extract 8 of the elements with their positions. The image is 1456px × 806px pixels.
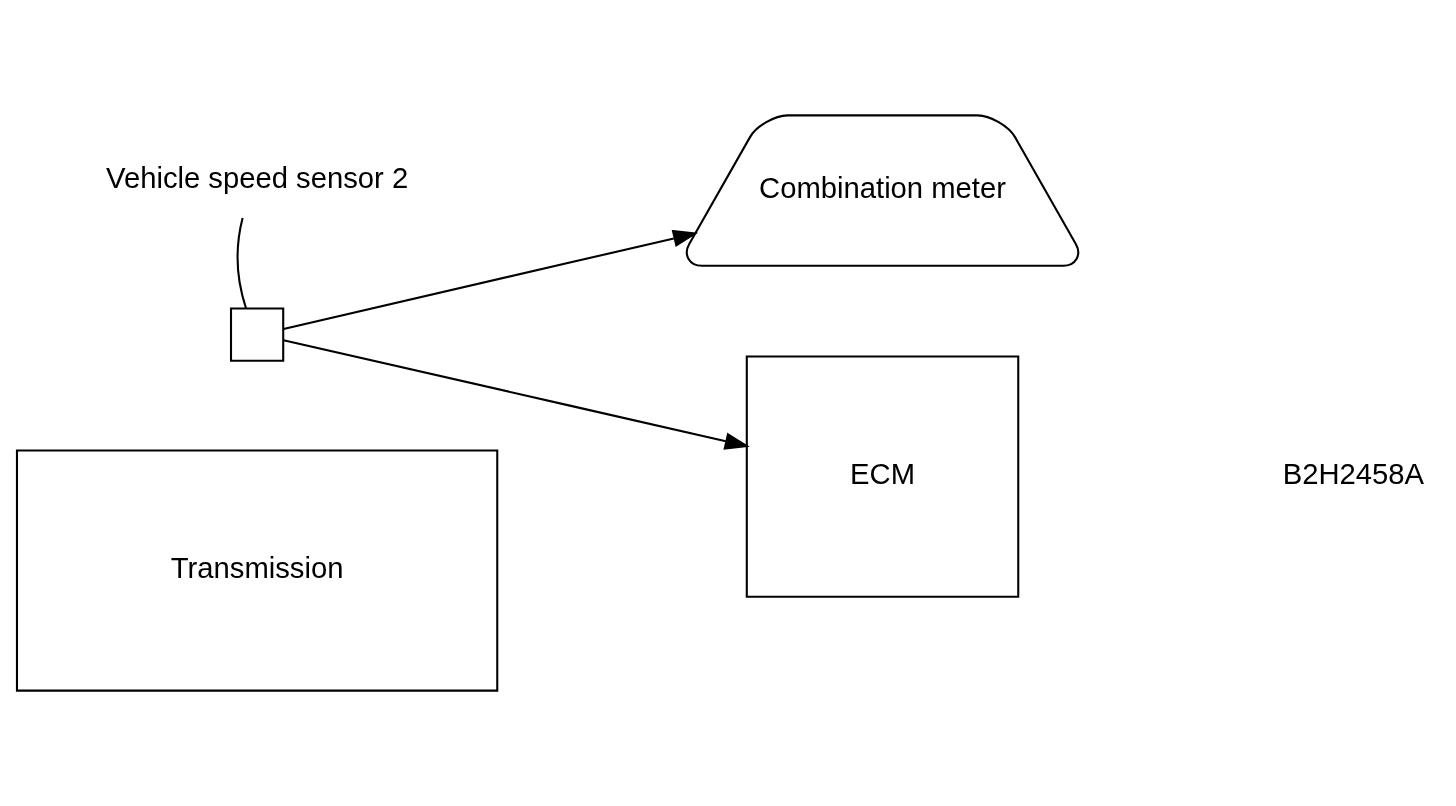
label: B2H2458A [1282, 458, 1425, 491]
arrow [283, 339, 750, 450]
node-box [229, 307, 285, 362]
node-box: Transmission [15, 449, 499, 692]
node-text: Vehicle speed sensor 2 [106, 161, 409, 194]
node-box: ECM [745, 355, 1020, 598]
connector [236, 217, 247, 309]
arrow [283, 229, 699, 330]
